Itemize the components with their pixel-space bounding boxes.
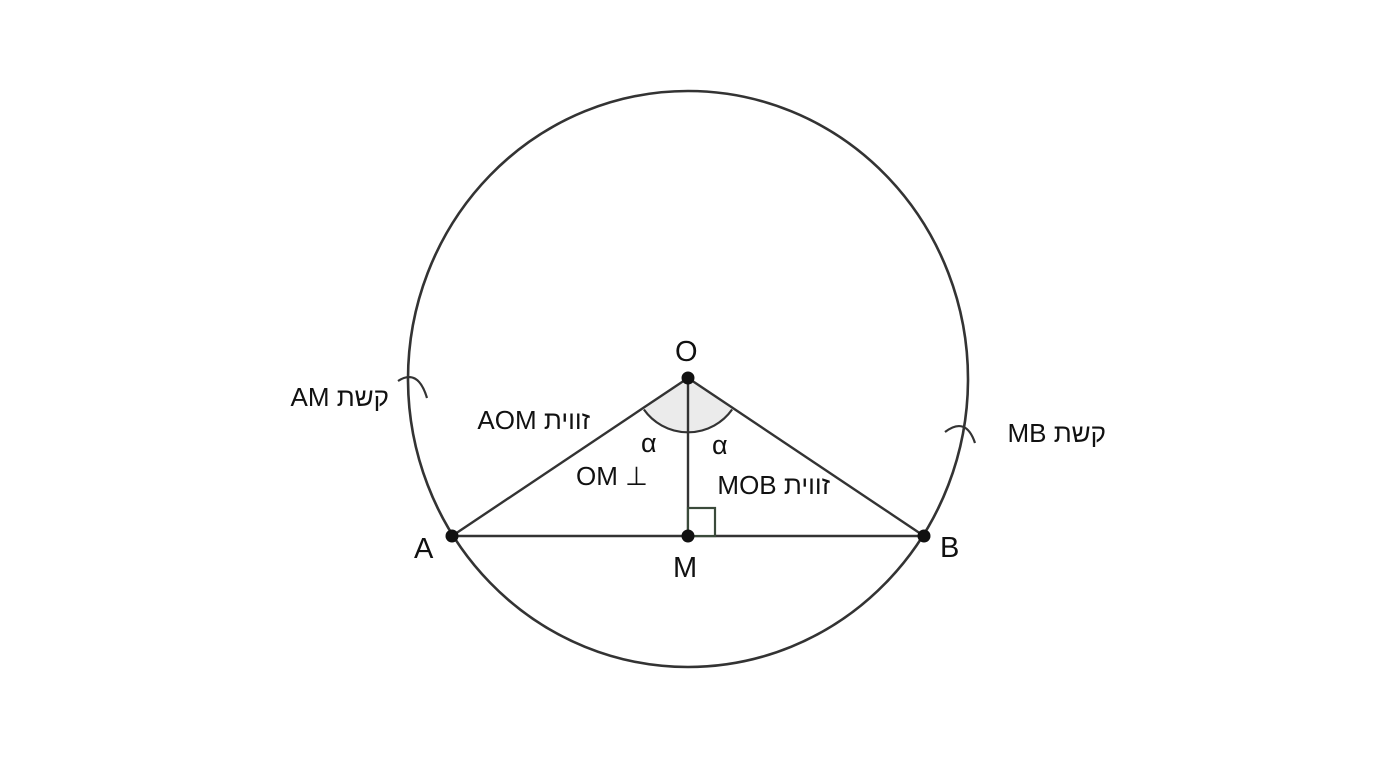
label-perpendicular: OM ⊥ (576, 461, 648, 491)
label-arc-am: קשת AM (290, 382, 389, 412)
label-m: M (673, 552, 697, 584)
point-m (681, 529, 695, 543)
radius-ob (687, 377, 925, 537)
label-angle-mob: זווית MOB (717, 470, 830, 500)
label-a: A (414, 533, 434, 565)
label-o: O (675, 336, 698, 368)
circle (406, 89, 970, 669)
alpha-left: α (641, 428, 657, 458)
label-b: B (940, 532, 959, 564)
label-arc-mb: קשת MB (1007, 418, 1106, 448)
point-b (917, 529, 931, 543)
arc-am-mark (397, 376, 429, 399)
label-angle-aom: זווית AOM (477, 405, 590, 435)
point-o (681, 371, 695, 385)
point-a (445, 529, 459, 543)
radius-oa (451, 377, 689, 537)
alpha-right: α (712, 430, 728, 460)
arc-mb-mark (944, 424, 977, 444)
